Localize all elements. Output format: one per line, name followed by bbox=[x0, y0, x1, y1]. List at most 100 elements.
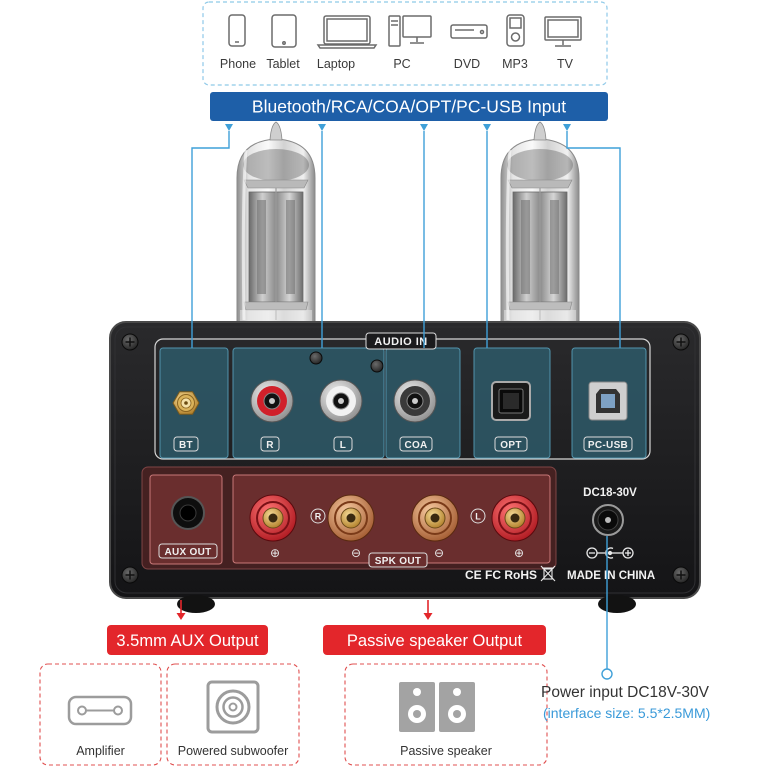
dc-power-jack bbox=[592, 504, 624, 536]
down-arrow-icon bbox=[483, 124, 491, 131]
made-in-label: MADE IN CHINA bbox=[567, 570, 655, 582]
subwoofer-icon bbox=[206, 680, 260, 734]
output-arrows bbox=[176, 600, 433, 620]
svg-text:R: R bbox=[315, 512, 322, 522]
svg-text:AUX OUT: AUX OUT bbox=[164, 547, 211, 558]
power-lead-line bbox=[601, 536, 613, 680]
svg-text:OPT: OPT bbox=[500, 440, 521, 451]
polarity-mark: ⊖ bbox=[351, 546, 361, 560]
coaxial-jack bbox=[393, 379, 437, 423]
svg-text:Amplifier: Amplifier bbox=[76, 744, 125, 758]
dc-polarity-icon bbox=[586, 547, 634, 559]
screw-bottom-left bbox=[121, 566, 139, 584]
port-label-l: L bbox=[333, 436, 353, 452]
aux-output-tag: 3.5mm AUX Output bbox=[107, 625, 268, 655]
channel-mark-left: L bbox=[470, 508, 486, 524]
svg-text:COA: COA bbox=[404, 440, 427, 451]
dvd-player-icon bbox=[450, 24, 488, 39]
polarity-mark: ⊕ bbox=[270, 546, 280, 560]
svg-text:Passive speaker: Passive speaker bbox=[400, 744, 492, 758]
polarity-mark: ⊖ bbox=[434, 546, 444, 560]
svg-text:L: L bbox=[340, 440, 346, 451]
speaker-terminal-right-positive bbox=[249, 494, 297, 542]
vacuum-tube-right bbox=[499, 120, 581, 334]
down-arrow-icon bbox=[423, 613, 433, 620]
target-amplifier: Amplifier bbox=[39, 663, 162, 766]
tablet-icon bbox=[271, 14, 297, 48]
down-arrow-icon bbox=[176, 613, 186, 620]
svg-text:Passive speaker Output: Passive speaker Output bbox=[347, 632, 523, 650]
power-interface-size: (interface size: 5.5*2.5MM) bbox=[543, 705, 710, 721]
device-label-tv: TV bbox=[557, 57, 574, 71]
svg-text:R: R bbox=[266, 440, 274, 451]
panel-screw bbox=[370, 359, 384, 373]
amplifier-icon bbox=[67, 695, 133, 726]
rca-jack-right bbox=[250, 379, 294, 423]
screw-top-left bbox=[121, 333, 139, 351]
svg-text:L: L bbox=[475, 512, 481, 522]
screw-top-right bbox=[672, 333, 690, 351]
optical-port bbox=[491, 381, 531, 421]
aux-out-label: AUX OUT bbox=[158, 543, 218, 559]
target-passive-speaker: Passive speaker bbox=[344, 663, 548, 766]
aux-out-jack bbox=[171, 496, 205, 530]
polarity-mark: ⊕ bbox=[514, 546, 524, 560]
port-label-coa: COA bbox=[399, 436, 433, 452]
rubber-foot-left bbox=[177, 595, 215, 613]
device-label-tablet: Tablet bbox=[266, 57, 300, 71]
port-label-pc-usb: PC-USB bbox=[583, 436, 633, 452]
desktop-pc-icon bbox=[388, 15, 432, 47]
bt-antenna-connector bbox=[172, 391, 200, 415]
svg-text:PC-USB: PC-USB bbox=[588, 440, 628, 451]
input-connector-lines bbox=[191, 131, 621, 348]
down-arrow-icon bbox=[563, 124, 571, 131]
tv-icon bbox=[544, 16, 582, 47]
svg-text:BT: BT bbox=[179, 440, 193, 451]
output-panel: AUX OUT R bbox=[141, 466, 557, 570]
vacuum-tube-left bbox=[235, 120, 317, 334]
speaker-terminal-left-positive bbox=[491, 494, 539, 542]
speaker-output-tag: Passive speaker Output bbox=[323, 625, 546, 655]
phone-icon bbox=[228, 14, 246, 47]
usb-b-port bbox=[588, 381, 628, 421]
down-arrow-icon bbox=[225, 124, 233, 131]
input-banner-label: Bluetooth/RCA/COA/OPT/PC-USB Input bbox=[252, 97, 566, 117]
device-label-laptop: Laptop bbox=[317, 57, 355, 71]
crossed-bin-icon bbox=[540, 565, 556, 582]
target-powered-subwoofer: Powered subwoofer bbox=[166, 663, 300, 766]
audio-in-label: AUDIO IN bbox=[365, 332, 437, 350]
down-arrow-icon bbox=[420, 124, 428, 131]
screw-bottom-right bbox=[672, 566, 690, 584]
svg-text:Powered subwoofer: Powered subwoofer bbox=[178, 744, 288, 758]
passive-speaker-icon bbox=[399, 682, 475, 732]
audio-in-panel: AUDIO IN bbox=[154, 332, 651, 460]
svg-text:AUDIO IN: AUDIO IN bbox=[374, 336, 428, 348]
down-arrow-icon bbox=[318, 124, 326, 131]
device-label-dvd: DVD bbox=[454, 57, 480, 71]
power-input-title: Power input DC18V-30V bbox=[541, 684, 710, 701]
svg-text:3.5mm AUX Output: 3.5mm AUX Output bbox=[116, 632, 259, 650]
mp3-player-icon bbox=[506, 14, 525, 47]
svg-text:SPK OUT: SPK OUT bbox=[375, 556, 422, 567]
device-label-phone: Phone bbox=[220, 57, 256, 71]
speaker-terminal-right-negative bbox=[327, 494, 375, 542]
input-arrowheads bbox=[225, 124, 571, 131]
spk-out-label: SPK OUT bbox=[368, 552, 428, 568]
laptop-icon bbox=[316, 15, 378, 49]
rca-highlight bbox=[232, 347, 385, 459]
device-label-pc: PC bbox=[393, 57, 410, 71]
rca-jack-left bbox=[319, 379, 363, 423]
rubber-foot-right bbox=[598, 595, 636, 613]
certification-marks: CE FC RoHS bbox=[465, 568, 537, 582]
source-devices-panel: Phone Tablet Laptop PC DVD MP3 TV bbox=[202, 1, 608, 86]
speaker-terminal-left-negative bbox=[411, 494, 459, 542]
dc-rating-label: DC18-30V bbox=[583, 487, 637, 499]
panel-screw bbox=[309, 351, 323, 365]
port-label-bt: BT bbox=[173, 436, 199, 452]
port-label-r: R bbox=[260, 436, 280, 452]
channel-mark-right: R bbox=[310, 508, 326, 524]
port-label-opt: OPT bbox=[494, 436, 528, 452]
input-banner: Bluetooth/RCA/COA/OPT/PC-USB Input bbox=[210, 92, 608, 121]
device-label-mp3: MP3 bbox=[502, 57, 528, 71]
